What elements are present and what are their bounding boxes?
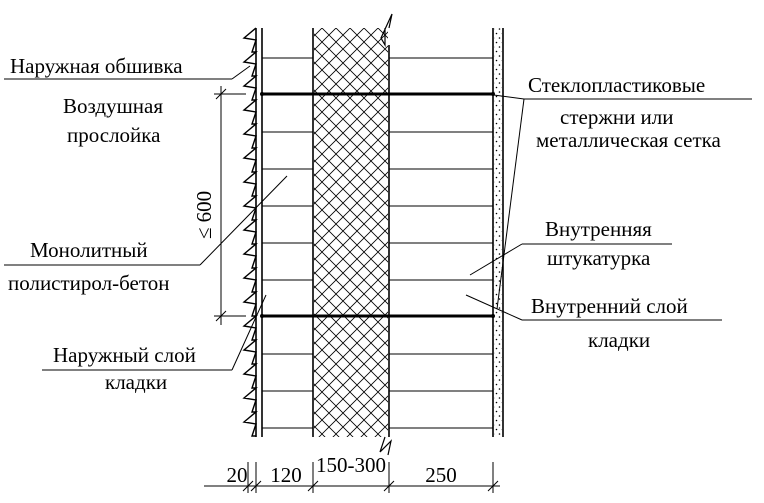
dimension-cladding: 20: [227, 463, 248, 487]
label-air-gap-line1: Воздушная: [63, 94, 163, 118]
leader-lines: [4, 65, 752, 371]
label-rods-line1: Стеклопластиковые: [528, 73, 705, 97]
bottom-dimension-chain: [204, 462, 500, 493]
dimension-outer-masonry: 120: [270, 463, 302, 487]
label-inner-masonry-line2: кладки: [588, 328, 650, 352]
spacing-dimension: [214, 86, 246, 325]
outer-cladding: [242, 27, 258, 437]
break-line-bottom: [379, 436, 393, 456]
tie-rod-end: [491, 314, 495, 318]
break-line-top: [380, 13, 393, 48]
label-air-gap-line2: прослойка: [67, 123, 161, 147]
label-rods-line2: стержни или: [560, 105, 674, 129]
tie-rod-end: [260, 92, 264, 96]
outer-masonry-joints: [262, 57, 313, 429]
label-concrete-line1: Монолитный: [30, 238, 148, 262]
spacing-dimension-label: ≤ 600: [192, 191, 216, 239]
label-outer-cladding: Наружная обшивка: [10, 54, 183, 78]
insulation-hatch: [314, 28, 388, 437]
tie-rod-end: [260, 314, 264, 318]
inner-masonry-joints: [389, 57, 493, 429]
dimension-insulation: 150-300: [316, 453, 386, 477]
plaster-stipple: [494, 28, 502, 437]
label-plaster-line1: Внутренняя: [545, 217, 652, 241]
tie-rods: [260, 92, 495, 318]
label-outer-masonry-line2: кладки: [105, 370, 167, 394]
label-rods-line3: металлическая сетка: [536, 128, 722, 152]
label-concrete-line2: полистирол-бетон: [8, 271, 169, 295]
dimension-inner-masonry: 250: [425, 463, 457, 487]
label-plaster-line2: штукатурка: [547, 246, 651, 270]
label-inner-masonry-line1: Внутренний слой: [531, 294, 688, 318]
label-outer-masonry-line1: Наружный слой: [53, 343, 196, 367]
